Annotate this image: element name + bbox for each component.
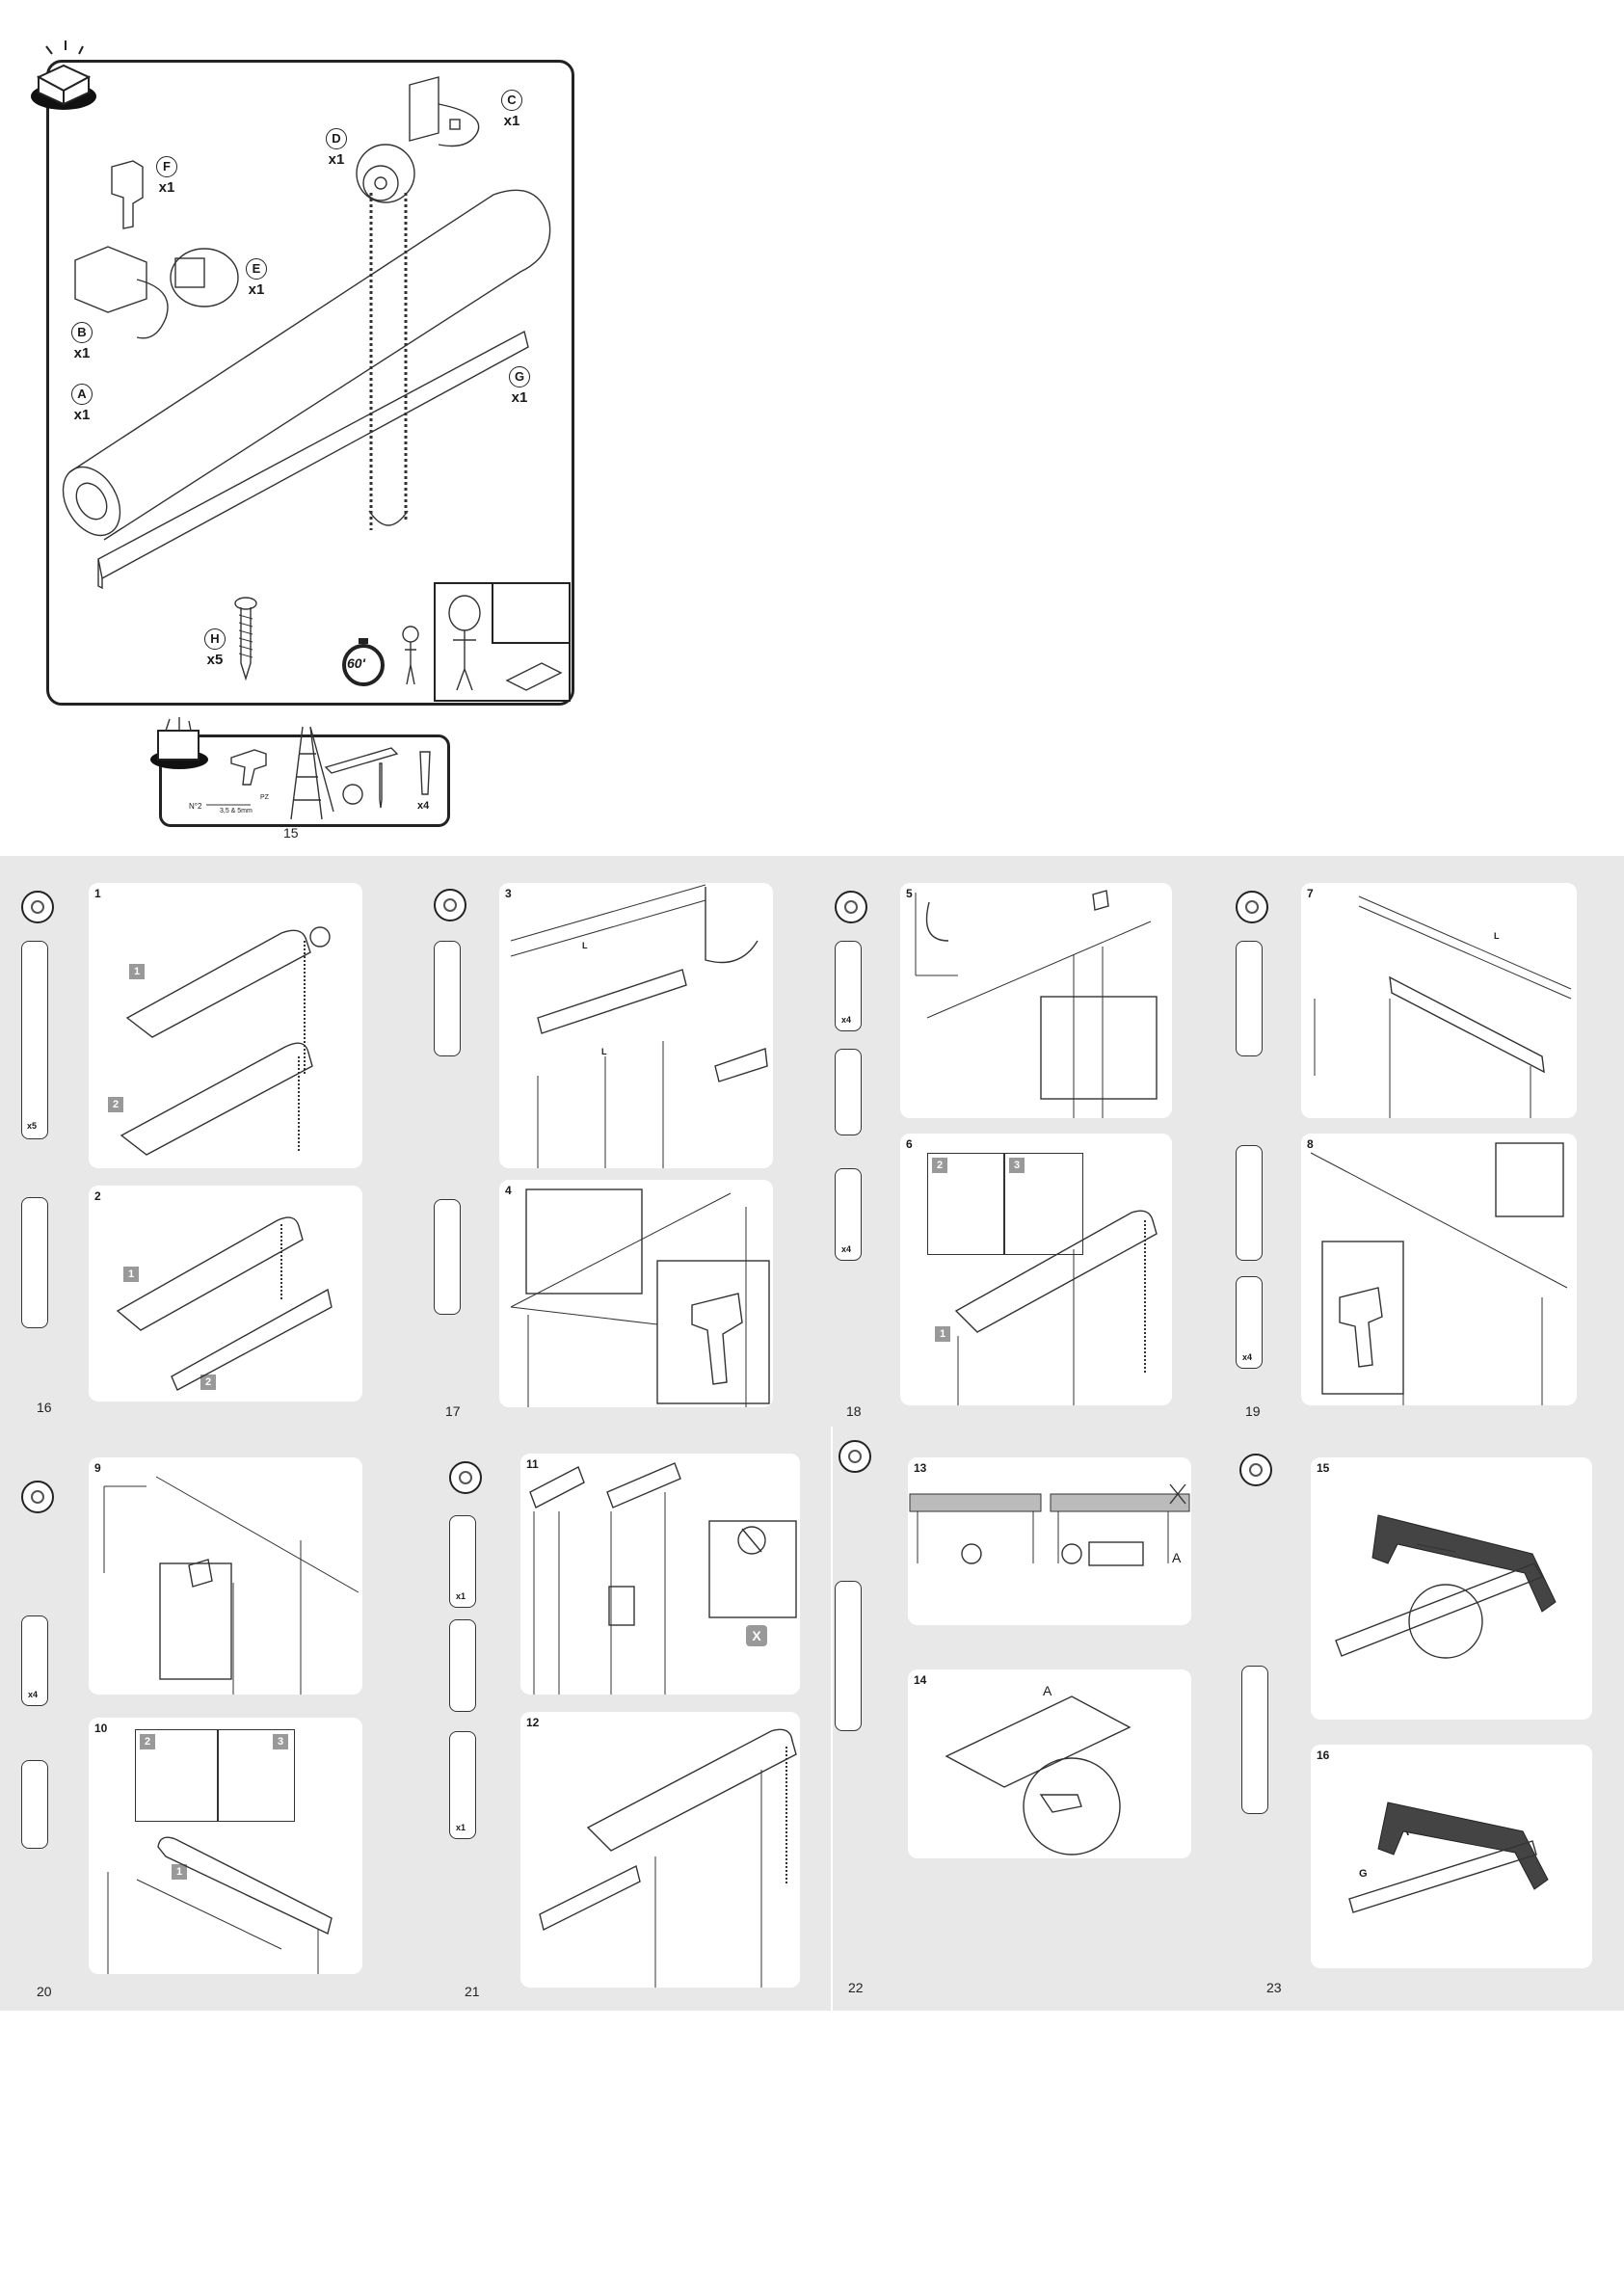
step-8-panel: 8 — [1301, 1134, 1577, 1405]
side-parts-strip — [1236, 941, 1263, 1056]
page-number-18: 18 — [846, 1403, 862, 1419]
side-parts-strip-2 — [21, 1760, 48, 1849]
hardware-badge-icon — [835, 891, 867, 923]
step-6-panel: 6 2 3 1 — [900, 1134, 1172, 1405]
open-box-icon — [27, 37, 104, 114]
column-divider — [831, 1427, 833, 2011]
toolbox-icon — [145, 717, 212, 775]
side-parts-strip-2 — [449, 1619, 476, 1712]
drill-bit-label: 3,5 & 5mm — [220, 808, 253, 814]
side-parts-strip-3: x4 — [1236, 1276, 1263, 1369]
side-parts-strip: x5 — [21, 941, 48, 1139]
page-number-17: 17 — [445, 1403, 461, 1419]
tape-measure-icon — [339, 779, 368, 808]
step-14-panel: 14 A — [908, 1669, 1191, 1858]
step-12-drawing — [520, 1712, 800, 1988]
side-parts-strip-2 — [434, 1199, 461, 1315]
hardware-badge-icon — [449, 1461, 482, 1494]
side-tools-strip — [1241, 1666, 1268, 1814]
hardware-badge-icon — [21, 891, 54, 923]
level-icon — [324, 746, 401, 775]
floor-sheet — [503, 655, 565, 694]
page-number-16: 16 — [37, 1400, 52, 1415]
side-parts-strip: x4 — [21, 1615, 48, 1706]
bead-chain-drawing — [361, 193, 419, 540]
step-11-panel: 11 X — [520, 1454, 800, 1695]
step-2-drawing — [89, 1186, 362, 1402]
clip-f-drawing — [104, 159, 152, 236]
step-9-drawing — [89, 1457, 362, 1695]
step-4-panel: 4 — [499, 1180, 773, 1407]
step-3-drawing — [499, 883, 773, 1168]
hardware-badge-icon — [1239, 1454, 1272, 1486]
timer-label: 60' — [347, 655, 365, 671]
single-person-icon — [399, 625, 422, 686]
screwdriver-size-label: N°2 — [189, 802, 201, 811]
step-12-panel: 12 — [520, 1712, 800, 1988]
step-7-drawing — [1301, 883, 1577, 1118]
step-16-panel: 16 A G — [1311, 1745, 1592, 1968]
step-13-drawing — [908, 1457, 1191, 1625]
side-parts-strip-3: x1 — [449, 1731, 476, 1839]
side-parts-strip — [434, 941, 461, 1056]
page-number-21: 21 — [465, 1984, 480, 1999]
hardware-badge-icon — [434, 889, 466, 921]
step-16-drawing — [1311, 1745, 1592, 1968]
page-number-22: 22 — [848, 1980, 864, 1995]
bracket-c-drawing — [400, 75, 487, 152]
hardware-badge-icon — [1236, 891, 1268, 923]
step-2-panel: 2 1 2 — [89, 1186, 362, 1402]
hardware-badge-icon — [21, 1481, 54, 1513]
end-cap-e-drawing — [156, 239, 253, 316]
side-parts-strip-2 — [835, 1049, 862, 1135]
step-4-drawing — [499, 1180, 773, 1407]
step-6-drawing — [900, 1134, 1172, 1405]
step-15-panel: 15 A — [1311, 1457, 1592, 1720]
step-7-panel: 7 L — [1301, 883, 1577, 1118]
screw-h-icon — [231, 596, 260, 682]
step-15-drawing — [1311, 1457, 1592, 1720]
pz-label: PZ — [260, 794, 269, 801]
step-11-drawing — [520, 1454, 800, 1695]
measure-a-label: A — [1172, 1550, 1181, 1565]
side-parts-strip-2 — [21, 1197, 48, 1328]
side-parts-strip: x1 — [449, 1515, 476, 1608]
step-13-panel: 13 A — [908, 1457, 1191, 1625]
step-9-panel: 9 — [89, 1457, 362, 1695]
step-5-drawing — [900, 883, 1172, 1118]
side-tools-strip — [835, 1581, 862, 1731]
assembly-hint-box — [434, 582, 571, 702]
mascot-figure — [443, 592, 501, 692]
step-10-drawing — [89, 1718, 362, 1974]
incorrect-x-icon: X — [746, 1625, 767, 1646]
bottom-bar-drawing — [94, 328, 538, 598]
page-number-19: 19 — [1245, 1403, 1261, 1419]
part-f-label: Fx1 — [156, 156, 177, 196]
side-parts-strip: x4 — [835, 941, 862, 1031]
side-parts-strip-3: x4 — [835, 1168, 862, 1261]
wall-plug-icon — [416, 750, 434, 798]
step-8-drawing — [1301, 1134, 1577, 1405]
pencil-icon — [376, 761, 386, 810]
drill-icon — [227, 742, 285, 785]
step-14-drawing — [908, 1669, 1191, 1858]
plug-qty-label: x4 — [417, 800, 429, 812]
step-10-panel: 10 2 3 1 — [89, 1718, 362, 1974]
side-parts-strip-2 — [1236, 1145, 1263, 1261]
step-3-panel: 3 L L — [499, 883, 773, 1168]
page-number-23: 23 — [1266, 1980, 1282, 1995]
step-5-panel: 5 — [900, 883, 1172, 1118]
page-number-20: 20 — [37, 1984, 52, 1999]
step-1-drawing — [89, 883, 362, 1168]
step-1-panel: 1 1 2 — [89, 883, 362, 1168]
page-number-15: 15 — [283, 825, 299, 841]
hardware-badge-icon — [839, 1440, 871, 1473]
